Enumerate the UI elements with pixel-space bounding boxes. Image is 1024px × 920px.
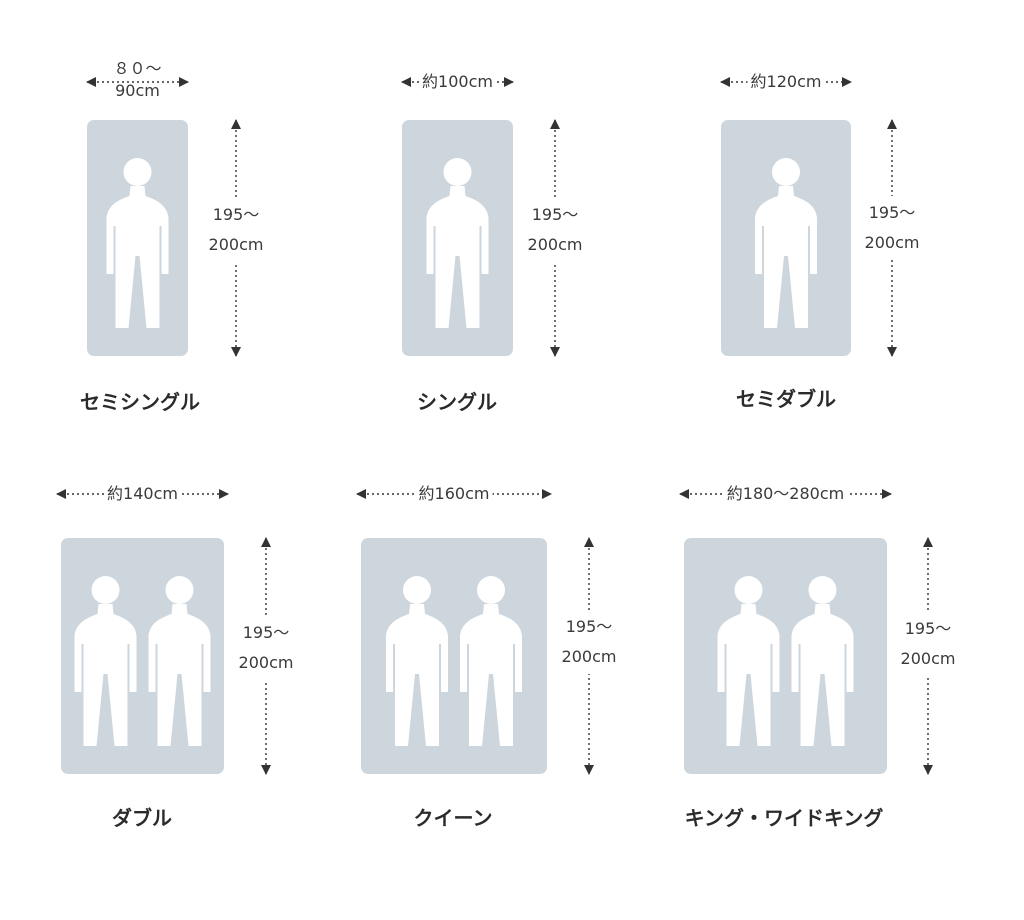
- height-label-line: 195～: [242, 623, 290, 642]
- height-label: 195～ 200cm: [208, 198, 264, 262]
- height-label-line: 195～: [531, 205, 579, 224]
- width-label-line: ８０～: [113, 59, 162, 78]
- height-label-line: 200cm: [864, 233, 920, 252]
- width-label-line: 90cm: [115, 81, 160, 100]
- bed-semi-single: [86, 77, 241, 357]
- height-label-line: 200cm: [900, 649, 956, 668]
- width-label: ８０～ 90cm: [110, 58, 164, 102]
- width-label-line: 約180～280cm: [726, 484, 845, 503]
- width-label-line: 約140cm: [107, 484, 178, 503]
- width-label: 約120cm: [747, 72, 825, 92]
- width-label-line: 約100cm: [422, 72, 493, 91]
- width-label-line: 約160cm: [418, 484, 490, 503]
- height-label: 195～ 200cm: [238, 616, 294, 680]
- height-label-line: 200cm: [208, 235, 264, 254]
- height-label-line: 195～: [904, 619, 952, 638]
- height-label-line: 195～: [212, 205, 260, 224]
- width-label: 約100cm: [419, 72, 496, 92]
- bed-name-label: クイーン: [413, 806, 493, 830]
- height-label: 195～ 200cm: [864, 196, 920, 260]
- height-label-line: 195～: [565, 617, 613, 636]
- bed-name-label: セミシングル: [80, 390, 200, 414]
- width-label: 約180～280cm: [723, 484, 848, 504]
- bed-name-label: セミダブル: [736, 387, 836, 411]
- bed-queen: [356, 489, 594, 775]
- height-label-line: 200cm: [527, 235, 583, 254]
- height-label: 195～ 200cm: [561, 610, 617, 674]
- height-label-line: 200cm: [561, 647, 617, 666]
- width-label: 約140cm: [104, 484, 181, 504]
- bed-name-label: ダブル: [112, 806, 172, 830]
- bed-panel: [684, 538, 887, 774]
- bed-king-wide-king: [679, 489, 933, 775]
- bed-double: [56, 489, 271, 775]
- bed-name-label: シングル: [417, 390, 497, 414]
- height-label-line: 195～: [868, 203, 916, 222]
- width-label-line: 約120cm: [750, 72, 822, 91]
- width-label: 約160cm: [415, 484, 493, 504]
- height-label-line: 200cm: [238, 653, 294, 672]
- bed-name-label: キング・ワイドキング: [684, 806, 884, 830]
- height-label: 195～ 200cm: [527, 198, 583, 262]
- height-label: 195～ 200cm: [900, 612, 956, 676]
